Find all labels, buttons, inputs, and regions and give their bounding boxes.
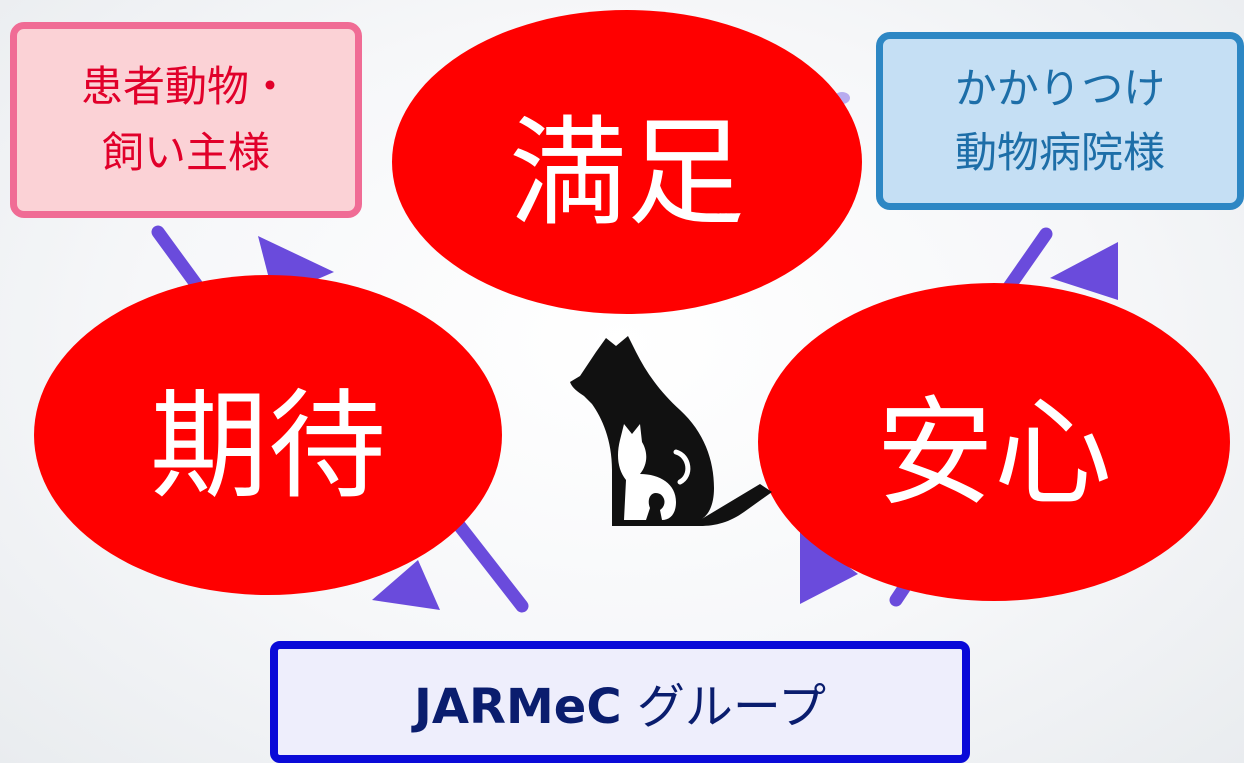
group-suffix: グループ [621,679,826,735]
peace-label: 安心 [875,383,1112,522]
expectation-label: 期待 [149,376,386,515]
owners-line1: 患者動物・ [80,62,291,111]
vets-line1: かかりつけ [954,64,1166,113]
arrowhead-vets [1050,242,1118,300]
arrowhead-group-right [800,530,858,604]
arrow-line-expectation-group [448,513,529,613]
peace-oval: 安心 [758,283,1230,601]
dog-silhouette [570,336,772,526]
arrowhead-group-left [372,560,440,610]
cat-silhouette [618,424,676,520]
group-box: JARMeC グループ [270,641,970,763]
group-label: JARMeC グループ [414,667,826,737]
owners-box: 患者動物・ 飼い主様 [10,22,362,218]
vets-line2: 動物病院様 [954,128,1165,177]
cat-tail [673,449,691,485]
satisfaction-oval: 満足 [392,10,862,314]
vets-box: かかりつけ 動物病院様 [876,32,1244,210]
satisfaction-label: 満足 [508,103,745,242]
group-brand: JARMeC [414,679,622,735]
owners-line2: 飼い主様 [101,128,270,177]
expectation-oval: 期待 [34,275,502,595]
